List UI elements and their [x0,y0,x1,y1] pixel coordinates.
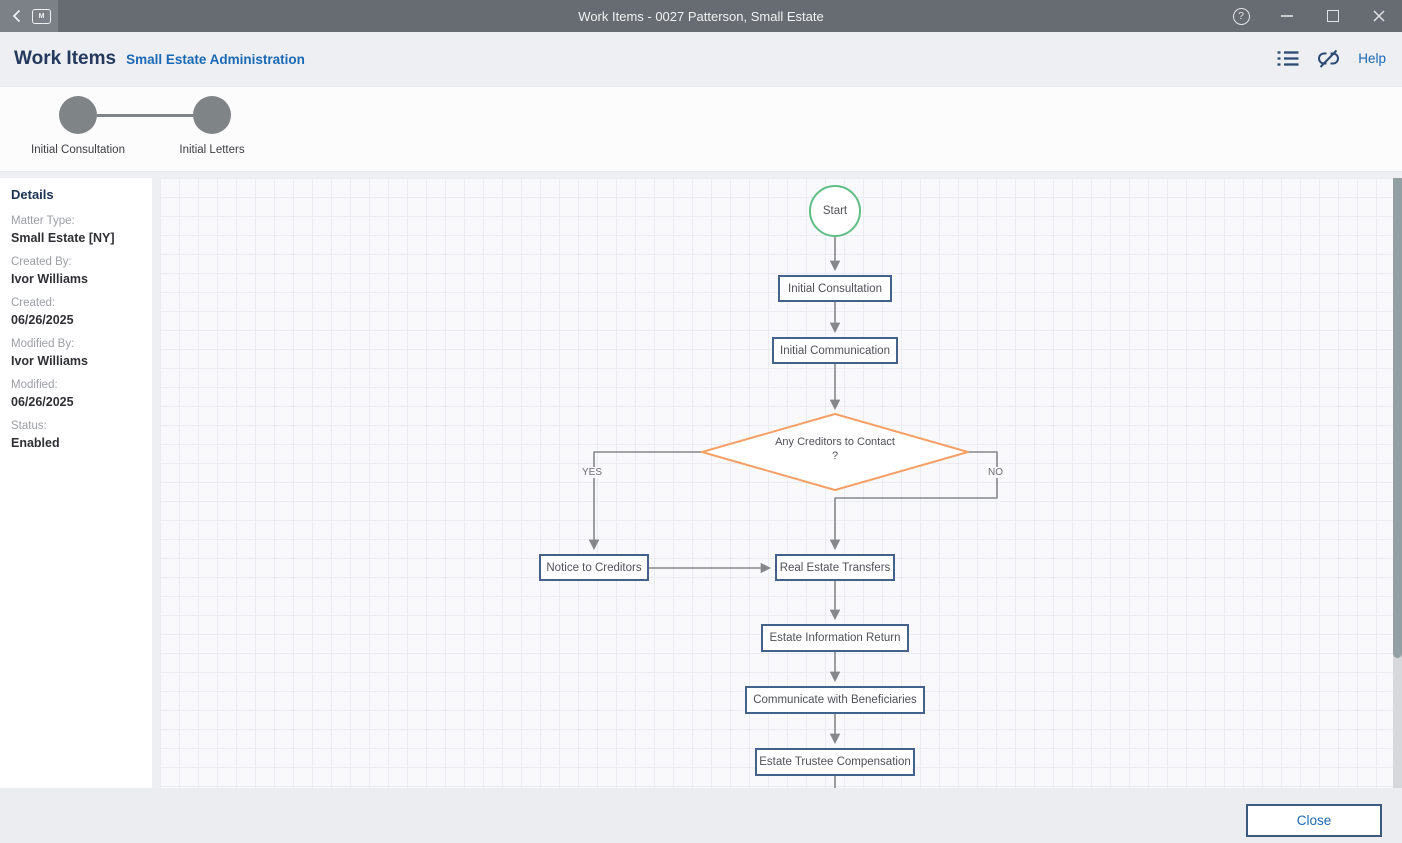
page-subtitle: Small Estate Administration [126,51,305,67]
detail-field-modified-by: Modified By: Ivor Williams [11,338,144,368]
window-help-button[interactable]: ? [1218,0,1264,32]
scrollbar-thumb[interactable] [1393,178,1402,658]
flow-node-real-estate-transfers[interactable]: Real Estate Transfers [775,554,895,581]
field-label: Modified: [11,379,58,391]
maximize-icon [1327,10,1339,22]
field-label: Modified By: [11,338,75,350]
unlink-button[interactable] [1316,48,1341,69]
connector-no-branch [829,451,998,551]
stepper-connector [97,114,193,117]
header-actions: Help [1277,48,1386,69]
close-icon [1373,10,1385,22]
workflow-stepper: Initial Consultation Initial Letters [0,86,1402,172]
connector-yes-branch [588,451,702,551]
field-value: 06/26/2025 [11,395,74,409]
vertical-scrollbar[interactable] [1393,178,1402,788]
flow-node-start[interactable]: Start [809,185,861,237]
branch-label-no: NO [986,467,1005,478]
branch-label-yes: YES [580,467,605,478]
flow-node-initial-consultation[interactable]: Initial Consultation [778,275,892,302]
field-value: Ivor Williams [11,354,88,368]
flow-node-estate-trustee-compensation[interactable]: Estate Trustee Compensation [755,748,915,776]
field-label: Created By: [11,256,72,268]
stepper-step-initial-letters: Initial Letters [137,96,287,156]
page-header: Work Items Small Estate Administration H… [0,32,1402,85]
flowchart-canvas[interactable]: Start Initial Consultation Initial Commu… [160,178,1402,788]
titlebar: M Work Items - 0027 Patterson, Small Est… [0,0,1402,32]
flowchart-connectors [588,237,998,788]
detail-field-created: Created: 06/26/2025 [11,297,144,327]
flow-node-communicate-with-beneficiaries[interactable]: Communicate with Beneficiaries [745,686,925,714]
flow-node-notice-to-creditors[interactable]: Notice to Creditors [539,554,649,581]
app-icon[interactable]: M [32,8,51,24]
header-titles: Work Items Small Estate Administration [14,48,305,70]
page-title: Work Items [14,47,117,69]
field-value: Small Estate [NY] [11,231,115,245]
details-panel-title: Details [11,187,54,202]
decision-diamond[interactable] [701,413,969,491]
help-link[interactable]: Help [1358,51,1386,66]
detail-field-status: Status: Enabled [11,420,144,450]
field-value: Enabled [11,436,60,450]
flow-node-initial-communication[interactable]: Initial Communication [772,337,898,364]
field-value: Ivor Williams [11,272,88,286]
step-circle[interactable] [59,96,97,134]
field-label: Matter Type: [11,215,75,227]
detail-field-matter-type: Matter Type: Small Estate [NY] [11,215,144,245]
help-icon: ? [1232,7,1250,25]
minimize-icon [1281,15,1293,17]
list-view-button[interactable] [1277,49,1299,68]
window-title: Work Items - 0027 Patterson, Small Estat… [578,8,824,24]
app-icon-letter: M [38,12,45,20]
close-window-button[interactable] [1356,0,1402,32]
field-label: Status: [11,420,47,432]
list-icon [1277,51,1299,66]
step-label: Initial Consultation [31,144,125,156]
titlebar-left-section: M [0,0,58,32]
minimize-button[interactable] [1264,0,1310,32]
stepper-step-initial-consultation: Initial Consultation [3,96,153,156]
maximize-button[interactable] [1310,0,1356,32]
field-label: Created: [11,297,56,309]
step-label: Initial Letters [179,144,245,156]
detail-field-modified: Modified: 06/26/2025 [11,379,144,409]
detail-field-created-by: Created By: Ivor Williams [11,256,144,286]
footer-bar: Close [0,788,1402,843]
flow-node-estate-information-return[interactable]: Estate Information Return [761,624,909,652]
window-controls: ? [1218,0,1402,32]
close-button[interactable]: Close [1246,804,1382,837]
field-value: 06/26/2025 [11,313,74,327]
unlink-icon [1318,49,1340,68]
step-circle[interactable] [193,96,231,134]
back-button[interactable] [7,7,25,25]
details-panel: Details Matter Type: Small Estate [NY] C… [0,178,152,788]
